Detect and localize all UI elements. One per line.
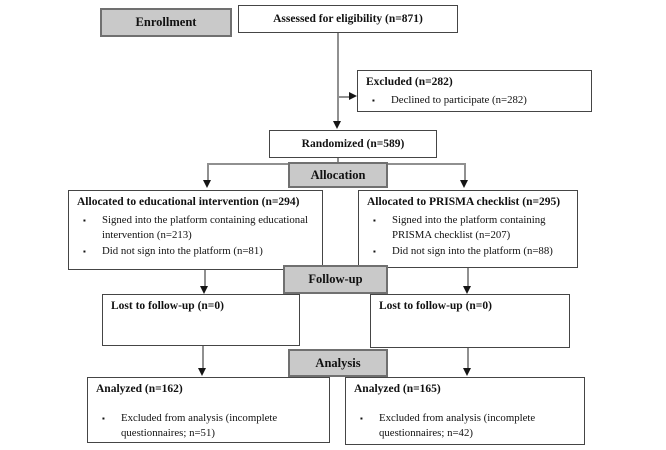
box-allocated-prisma-title: Allocated to PRISMA checklist (n=295) (367, 196, 561, 208)
box-allocated-intervention-title: Allocated to educational intervention (n… (77, 196, 300, 208)
line-randomized-stub (337, 157, 339, 165)
box-analyzed-right: Analyzed (n=165) ▪ Excluded from analysi… (345, 377, 585, 445)
bullet-square-icon: ▪ (360, 413, 363, 423)
bullet-text: Declined to participate (n=282) (391, 93, 527, 106)
bullet-text: Excluded from analysis (incomplete quest… (379, 411, 536, 439)
box-assessed-title: Assessed for eligibility (n=871) (273, 13, 423, 25)
arrowhead-to-excluded (349, 92, 357, 100)
box-analyzed-left-title: Analyzed (n=162) (96, 383, 183, 395)
box-analyzed-right-title: Analyzed (n=165) (354, 383, 441, 395)
bullet-item: ▪ Signed into the platform containing ed… (81, 213, 314, 244)
box-allocated-prisma: Allocated to PRISMA checklist (n=295) ▪ … (358, 190, 578, 268)
stage-allocation-label: Allocation (310, 167, 366, 182)
box-lost-right: Lost to follow-up (n=0) (370, 294, 570, 348)
arrowhead-to-analyzed-right (463, 368, 471, 376)
bullet-square-icon: ▪ (373, 215, 376, 225)
box-randomized-title: Randomized (n=589) (301, 138, 405, 150)
line-to-excluded (338, 96, 350, 98)
line-to-analyzed-right (467, 348, 469, 370)
stage-allocation: Allocation (288, 162, 388, 188)
arrowhead-to-lost-left (200, 286, 208, 294)
box-assessed: Assessed for eligibility (n=871) (238, 5, 458, 33)
bullet-text: Excluded from analysis (incomplete quest… (121, 411, 278, 439)
bullet-item: ▪ Did not sign into the platform (n=88) (371, 244, 569, 259)
bullet-text: Signed into the platform containing PRIS… (392, 213, 546, 241)
bullet-text: Signed into the platform containing educ… (102, 213, 308, 241)
box-analyzed-left: Analyzed (n=162) ▪ Excluded from analysi… (87, 377, 330, 443)
box-lost-left-title: Lost to follow-up (n=0) (111, 300, 224, 312)
bullet-item: ▪ Did not sign into the platform (n=81) (81, 244, 314, 259)
bullet-item: ▪ Excluded from analysis (incomplete que… (100, 411, 321, 442)
arrowhead-to-randomized (333, 121, 341, 129)
box-excluded: Excluded (n=282) ▪ Declined to participa… (357, 70, 592, 112)
stage-enrollment-label: Enrollment (135, 15, 197, 29)
bullet-text: Did not sign into the platform (n=88) (392, 245, 553, 258)
bullet-square-icon: ▪ (83, 247, 86, 257)
box-allocated-intervention: Allocated to educational intervention (n… (68, 190, 323, 270)
bullet-item: ▪ Excluded from analysis (incomplete que… (358, 411, 576, 442)
bullet-item: ▪ Declined to participate (n=282) (370, 93, 583, 108)
bullet-square-icon: ▪ (372, 95, 375, 105)
arrowhead-to-analyzed-left (198, 368, 206, 376)
line-assessed-to-randomized (337, 33, 339, 123)
arrowhead-to-alloc-left (203, 180, 211, 188)
stage-followup: Follow-up (283, 265, 388, 294)
box-randomized: Randomized (n=589) (269, 130, 437, 158)
bullet-square-icon: ▪ (83, 215, 86, 225)
box-lost-left: Lost to follow-up (n=0) (102, 294, 300, 346)
bullet-text: Did not sign into the platform (n=81) (102, 245, 263, 258)
line-to-analyzed-left (202, 346, 204, 370)
line-branch-left (207, 163, 209, 181)
stage-followup-label: Follow-up (308, 272, 363, 286)
line-branch-right (464, 163, 466, 181)
stage-enrollment: Enrollment (100, 8, 232, 37)
line-to-lost-right (467, 268, 469, 287)
arrowhead-to-alloc-right (460, 180, 468, 188)
line-to-lost-left (204, 270, 206, 287)
stage-analysis: Analysis (288, 349, 388, 377)
bullet-item: ▪ Signed into the platform containing PR… (371, 213, 569, 244)
stage-analysis-label: Analysis (315, 355, 361, 370)
box-excluded-title: Excluded (n=282) (366, 76, 453, 88)
box-lost-right-title: Lost to follow-up (n=0) (379, 300, 492, 312)
bullet-square-icon: ▪ (102, 413, 105, 423)
bullet-square-icon: ▪ (373, 247, 376, 257)
arrowhead-to-lost-right (463, 286, 471, 294)
